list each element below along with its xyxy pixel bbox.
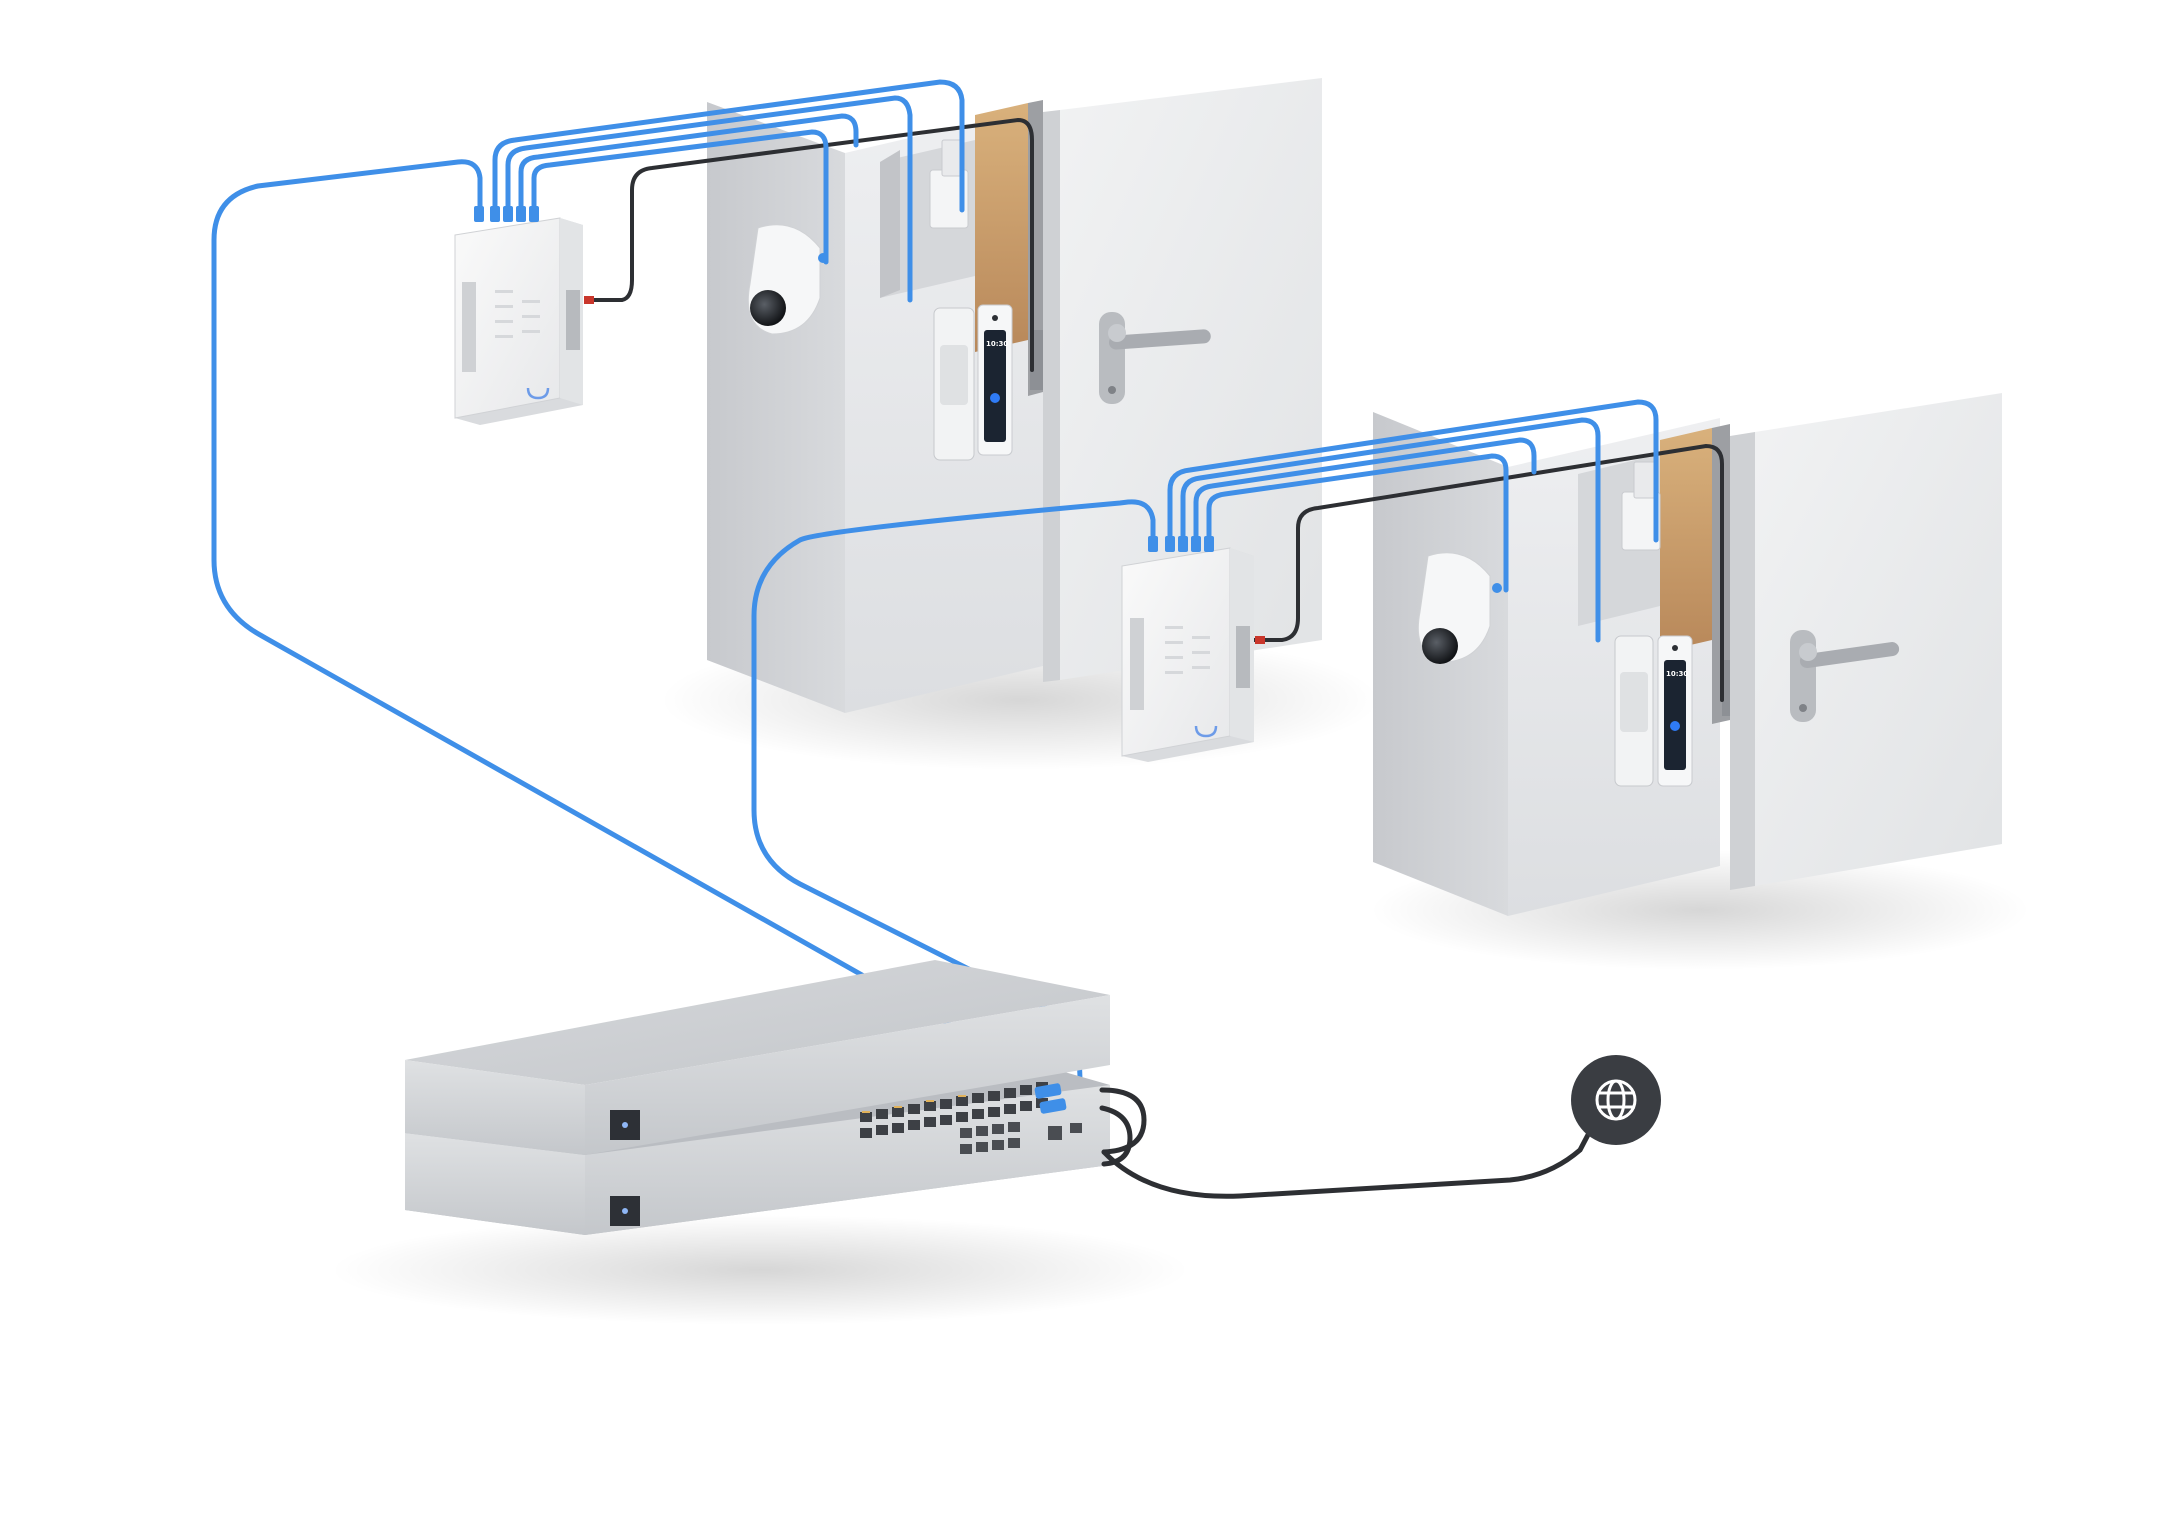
switch-top-face xyxy=(405,960,1110,1085)
switch-front-left xyxy=(405,1060,585,1155)
reader-2-time: 10:30 xyxy=(1666,670,1688,678)
power-cable-hub1-lock xyxy=(588,117,1034,372)
eth-cable-hub1-d xyxy=(531,129,829,265)
door-1-lock-module xyxy=(929,139,969,229)
eth-cable-hub1-b xyxy=(505,95,913,303)
power-cable-hub2-lock xyxy=(1248,443,1724,702)
switch-shadow xyxy=(330,1215,1190,1325)
switch-ports xyxy=(860,1082,1048,1138)
eth-cable-hub2-d xyxy=(1206,453,1509,593)
door-1-panel xyxy=(1060,78,1322,680)
door-2-frame xyxy=(1660,428,1712,652)
poe-switch-unit xyxy=(405,960,1110,1155)
wall-2-side xyxy=(1373,412,1508,916)
door-1-camera xyxy=(747,224,828,335)
eth-cable-hub2-c xyxy=(1193,437,1537,551)
internet-uplink-cable xyxy=(1101,1109,1603,1199)
door-2-panel-edge xyxy=(1730,432,1755,890)
eth-cable-hub2-a xyxy=(1167,399,1659,551)
internet-badge xyxy=(1571,1055,1661,1145)
eth-cable-hub2-b xyxy=(1180,417,1601,643)
network-switch-stack xyxy=(405,960,1110,1235)
door-1-panel-edge xyxy=(1043,110,1060,682)
door-1-access-reader: 10:30 xyxy=(933,304,1013,461)
door-wall-1: 10:30 xyxy=(707,78,1322,713)
door-2-panel xyxy=(1755,393,2002,886)
door-1-frame xyxy=(975,103,1028,352)
door-2-handle xyxy=(1790,630,1900,722)
eth-cable-hub1-a xyxy=(492,79,965,221)
gateway-ports xyxy=(960,1122,1082,1154)
nfc-icon xyxy=(990,393,1000,403)
globe-icon xyxy=(1595,1079,1637,1121)
access-hub-2 xyxy=(1121,536,1265,762)
door-wall-2: 10:30 xyxy=(1373,393,2002,916)
nfc-icon xyxy=(1670,721,1680,731)
reader-1-time: 10:30 xyxy=(986,340,1008,348)
ubiquiti-u-icon xyxy=(526,387,550,400)
door-1-handle xyxy=(1099,312,1211,404)
door-2-camera xyxy=(1417,552,1502,664)
camera-icon xyxy=(750,290,786,326)
camera-icon xyxy=(1422,628,1458,664)
ubiquiti-u-icon xyxy=(1194,725,1218,738)
wall-1-cutout-back xyxy=(880,150,900,298)
switch-front xyxy=(585,995,1110,1155)
access-hub-1 xyxy=(454,206,594,425)
door-2-access-reader: 10:30 xyxy=(1614,635,1693,787)
hub-2-cables xyxy=(751,399,1724,1133)
eth-cable-hub1-c xyxy=(518,113,859,221)
door-2-lock-module xyxy=(1621,461,1661,551)
stack-power-cables xyxy=(1099,1087,1603,1199)
